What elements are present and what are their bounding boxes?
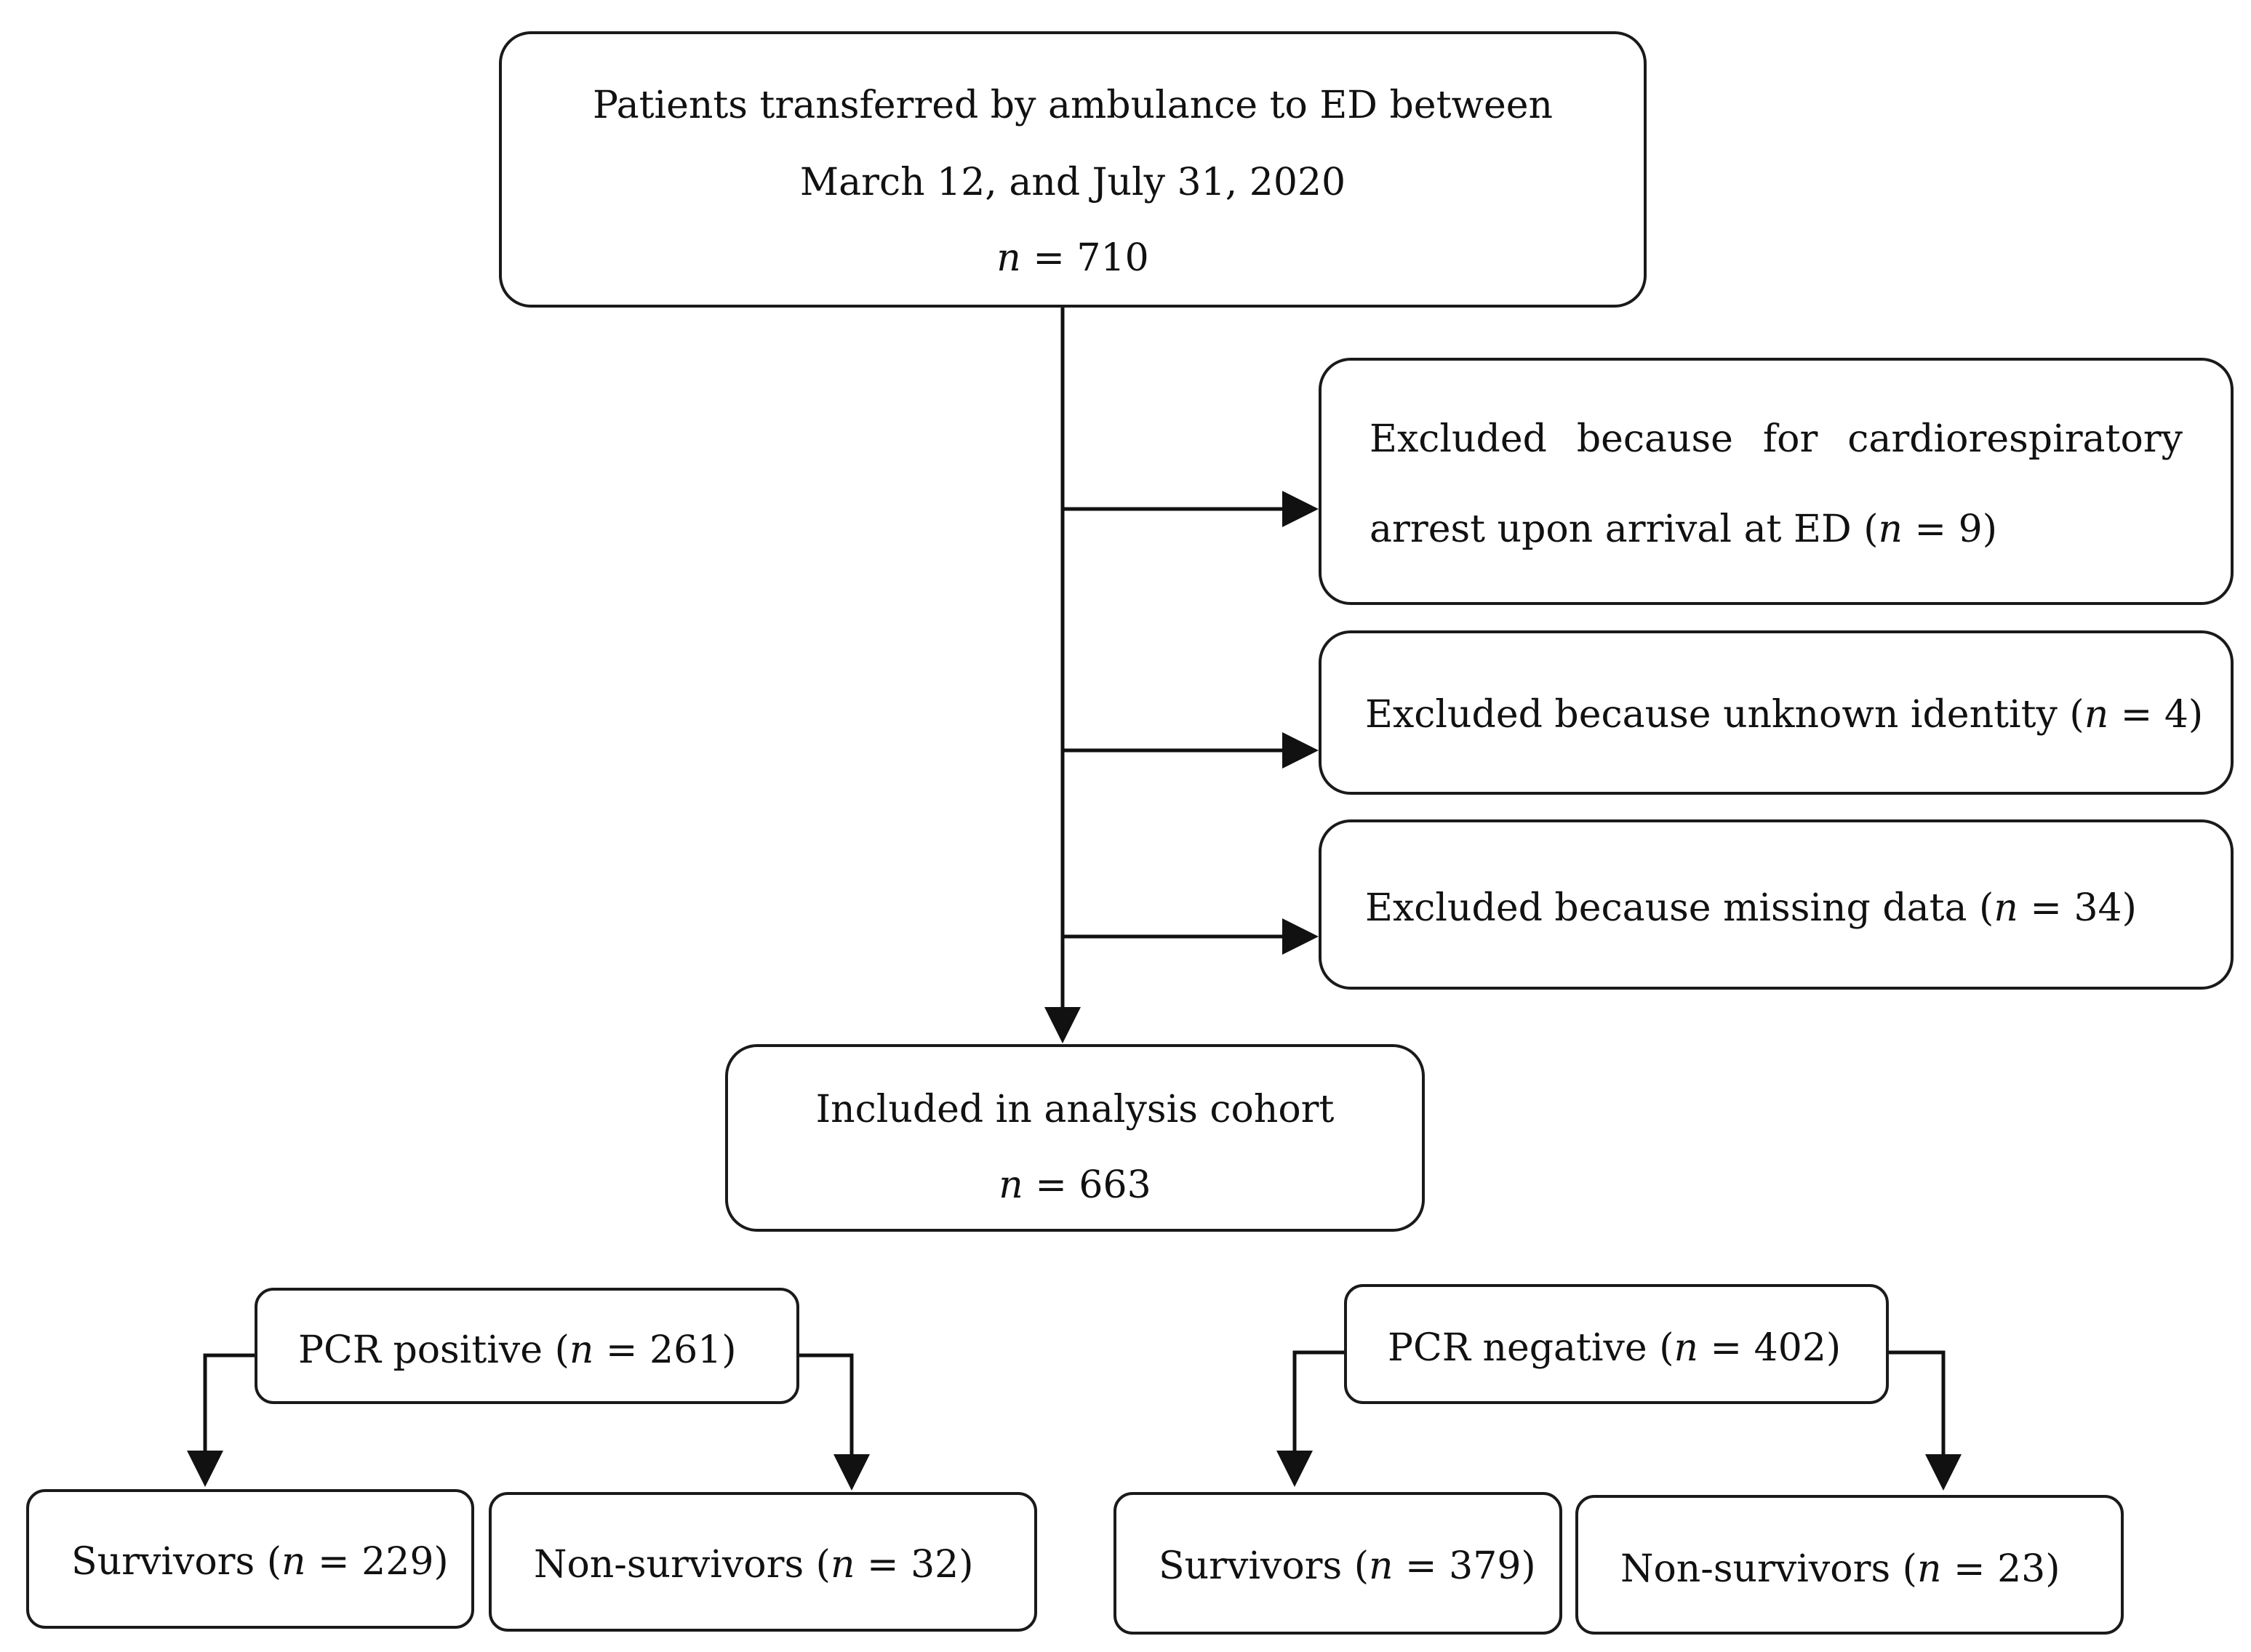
pcr-negative-survivors-label: Survivors (n = 379) xyxy=(1159,1544,1536,1588)
source-population-box: Patients transferred by ambulance to ED … xyxy=(499,31,1647,308)
pcr-negative-non-survivors-label: Non-survivors (n = 23) xyxy=(1620,1547,2060,1591)
pcr-negative-right-arrow xyxy=(1888,1350,1962,1491)
exclusion-box-unknown-identity: Excluded because unknown identity (n = 4… xyxy=(1319,630,2234,795)
pcr-negative-left-arrow xyxy=(1276,1350,1344,1487)
exclusion-1-line-1: Excluded because for cardiorespiratory xyxy=(1370,417,2183,461)
cohort-count: n = 663 xyxy=(999,1163,1151,1207)
pcr-positive-left-arrow xyxy=(187,1353,255,1487)
exclusion-box-cardiorespiratory: Excluded because for cardiorespiratory a… xyxy=(1319,358,2234,605)
source-count: n = 710 xyxy=(996,236,1149,280)
source-line-2: March 12, and July 31, 2020 xyxy=(799,161,1346,204)
pcr-negative-survivors-box: Survivors (n = 379) xyxy=(1113,1492,1562,1635)
pcr-negative-non-survivors-box: Non-survivors (n = 23) xyxy=(1575,1495,2124,1635)
exclusion-3-text: Excluded because missing data (n = 34) xyxy=(1365,886,2137,930)
exclusion-1-line-2: arrest upon arrival at ED (n = 9) xyxy=(1370,508,1997,551)
pcr-positive-survivors-label: Survivors (n = 229) xyxy=(71,1540,449,1584)
pcr-positive-survivors-box: Survivors (n = 229) xyxy=(26,1489,474,1629)
pcr-positive-right-arrow xyxy=(798,1353,870,1491)
exclusion-2-text: Excluded because unknown identity (n = 4… xyxy=(1365,693,2204,737)
pcr-positive-non-survivors-label: Non-survivors (n = 32) xyxy=(534,1543,974,1587)
source-line-1: Patients transferred by ambulance to ED … xyxy=(592,84,1554,127)
pcr-negative-box: PCR negative (n = 402) xyxy=(1344,1284,1889,1404)
pcr-positive-non-survivors-box: Non-survivors (n = 32) xyxy=(489,1492,1037,1632)
exclusion-box-missing-data: Excluded because missing data (n = 34) xyxy=(1319,819,2234,990)
analysis-cohort-box: Included in analysis cohort n = 663 xyxy=(725,1044,1425,1232)
pcr-positive-box: PCR positive (n = 261) xyxy=(255,1288,799,1404)
pcr-negative-label: PCR negative (n = 402) xyxy=(1388,1326,1842,1370)
pcr-positive-label: PCR positive (n = 261) xyxy=(298,1328,737,1372)
cohort-line-1: Included in analysis cohort xyxy=(815,1088,1335,1131)
